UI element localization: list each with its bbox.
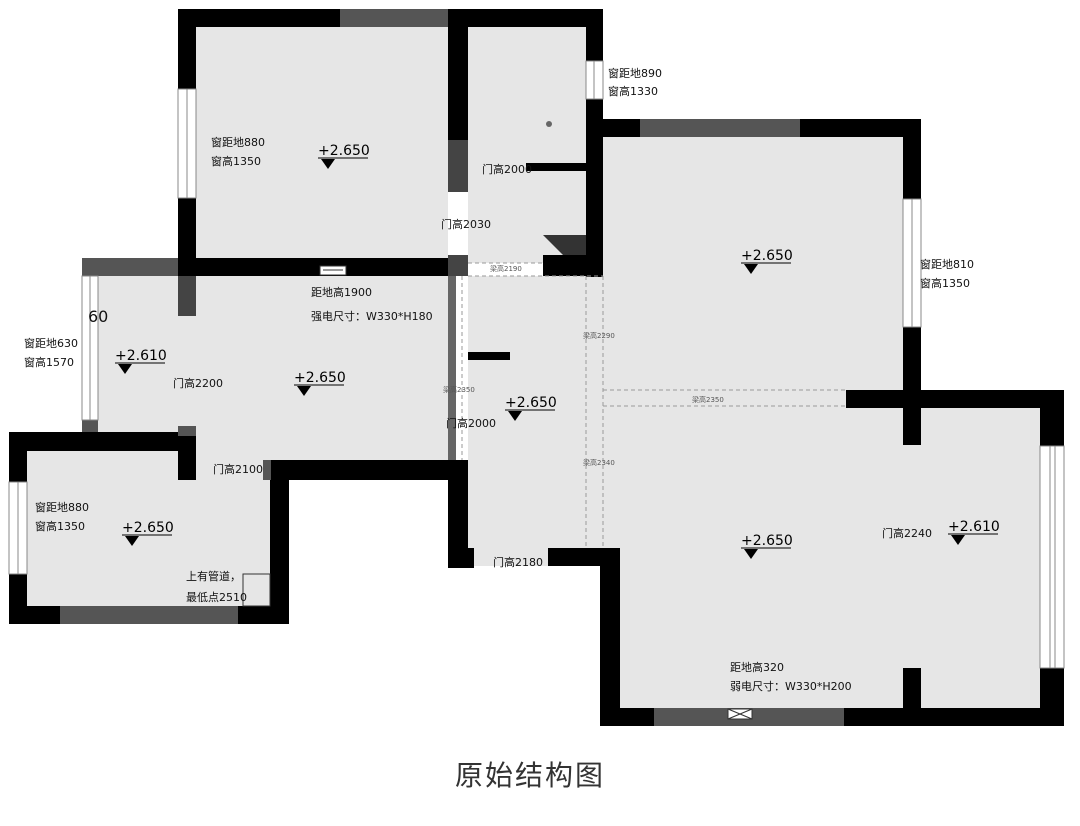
svg-text:窗高1350: 窗高1350	[211, 154, 261, 168]
room-bottom-right	[620, 406, 1040, 708]
svg-text:窗高1350: 窗高1350	[35, 519, 85, 533]
level-marker-bottom-right-center: +2.650	[741, 533, 793, 559]
svg-text:窗高1350: 窗高1350	[920, 276, 970, 290]
level-marker-living-left: +2.610	[115, 348, 167, 374]
svg-text:+2.650: +2.650	[741, 533, 793, 549]
svg-text:窗距地810: 窗距地810	[920, 257, 974, 271]
svg-text:门高2100: 门高2100	[213, 462, 263, 476]
room-top-small	[468, 27, 586, 163]
svg-text:+2.610: +2.610	[115, 348, 167, 364]
room-corridor-right	[603, 276, 846, 406]
room-top-left	[196, 27, 448, 258]
svg-text:窗距地630: 窗距地630	[24, 336, 78, 350]
svg-text:梁高2340: 梁高2340	[583, 458, 615, 467]
beam-labels: 梁高2190 梁高2290 梁高2350 梁高2350 梁高2340	[443, 264, 724, 467]
window-bottom-right	[1039, 445, 1065, 669]
svg-text:窗距地890: 窗距地890	[608, 66, 662, 80]
level-markers: +2.650 +2.650 +2.610 +2.650 +2.650 +2.65…	[115, 143, 1000, 559]
pipe-note: 上有管道， 最低点2510	[186, 569, 247, 604]
svg-text:上有管道，: 上有管道，	[186, 569, 241, 583]
svg-text:+2.650: +2.650	[741, 248, 793, 264]
room-floors	[27, 27, 1040, 708]
svg-text:窗距地880: 窗距地880	[35, 500, 89, 514]
level-text: +2.650	[318, 143, 370, 159]
level-marker-top-left: +2.650	[318, 143, 370, 169]
svg-text:窗距地880: 窗距地880	[211, 135, 265, 149]
wall-lintels	[60, 9, 844, 726]
svg-text:弱电尺寸：W330*H200: 弱电尺寸：W330*H200	[730, 679, 852, 693]
level-marker-top-right: +2.650	[741, 248, 793, 274]
svg-text:最低点2510: 最低点2510	[186, 591, 247, 604]
svg-text:门高2200: 门高2200	[173, 376, 223, 390]
power-labels: 距地高1900 强电尺寸：W330*H180 距地高320 弱电尺寸：W330*…	[311, 285, 852, 693]
svg-text:门高2000: 门高2000	[446, 416, 496, 430]
svg-text:+2.650: +2.650	[505, 395, 557, 411]
room-corridor	[468, 276, 603, 566]
svg-text:+2.650: +2.650	[122, 520, 174, 536]
window-labels: 窗距地890 窗高1330 窗距地880 窗高1350 窗距地810 窗高135…	[24, 66, 974, 533]
floor-drain-icon	[546, 121, 552, 127]
drawing-title: 原始结构图	[455, 759, 605, 792]
svg-text:梁高2350: 梁高2350	[443, 385, 475, 394]
beam-lines	[461, 262, 846, 548]
room-living	[98, 276, 448, 460]
svg-text:+2.610: +2.610	[948, 519, 1000, 535]
level-marker-bottom-left: +2.650	[122, 520, 174, 546]
svg-text:梁高2290: 梁高2290	[583, 331, 615, 340]
svg-text:窗高1570: 窗高1570	[24, 355, 74, 369]
pipe-box	[242, 573, 271, 607]
electrical-panels	[319, 265, 753, 720]
svg-text:梁高2350: 梁高2350	[692, 395, 724, 404]
dimension-label: 60	[88, 307, 108, 326]
svg-text:+2.650: +2.650	[294, 370, 346, 386]
svg-text:门高2000: 门高2000	[482, 162, 532, 176]
room-bottom-left	[27, 451, 271, 606]
svg-text:距地高1900: 距地高1900	[311, 285, 372, 299]
svg-text:距地高320: 距地高320	[730, 660, 784, 674]
room-bottom-right-upper	[603, 406, 623, 548]
level-marker-corridor: +2.650	[505, 395, 557, 421]
svg-text:梁高2190: 梁高2190	[490, 264, 522, 273]
window-glass-lines	[17, 61, 1056, 668]
level-marker-bottom-right-side: +2.610	[948, 519, 1000, 545]
svg-text:门高2180: 门高2180	[493, 555, 543, 569]
door-labels: 门高2000 门高2030 门高2200 门高2000 门高2100 门高218…	[173, 162, 932, 569]
svg-text:门高2240: 门高2240	[882, 526, 932, 540]
svg-text:窗高1330: 窗高1330	[608, 84, 658, 98]
level-marker-living-center: +2.650	[294, 370, 346, 396]
svg-text:门高2030: 门高2030	[441, 217, 491, 231]
svg-text:强电尺寸：W330*H180: 强电尺寸：W330*H180	[311, 309, 433, 323]
